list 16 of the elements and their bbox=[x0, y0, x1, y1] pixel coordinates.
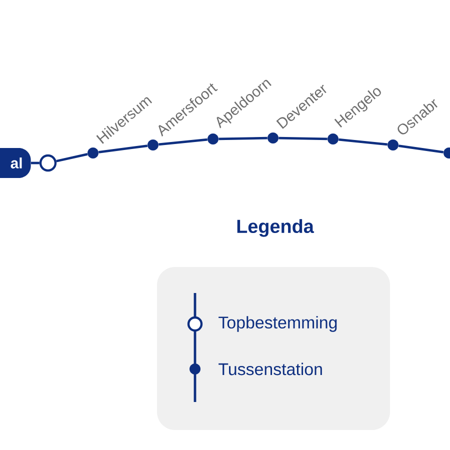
route-line bbox=[56, 153, 88, 162]
route-line bbox=[218, 136, 268, 140]
station-dot bbox=[328, 134, 338, 144]
legend-text: Tussenstation bbox=[218, 362, 322, 376]
route-line bbox=[158, 138, 208, 146]
route-line bbox=[278, 136, 328, 140]
terminus-station-circle bbox=[39, 154, 57, 172]
station-dot bbox=[268, 132, 278, 144]
legend-text: Topbestemming bbox=[218, 316, 337, 332]
terminus-box: al bbox=[0, 148, 31, 178]
route-line bbox=[338, 138, 388, 146]
station-dot bbox=[88, 148, 98, 158]
legend-heading: Legenda bbox=[237, 219, 314, 237]
station-dot bbox=[388, 140, 398, 150]
route-line bbox=[98, 144, 148, 154]
route-line bbox=[31, 162, 40, 164]
